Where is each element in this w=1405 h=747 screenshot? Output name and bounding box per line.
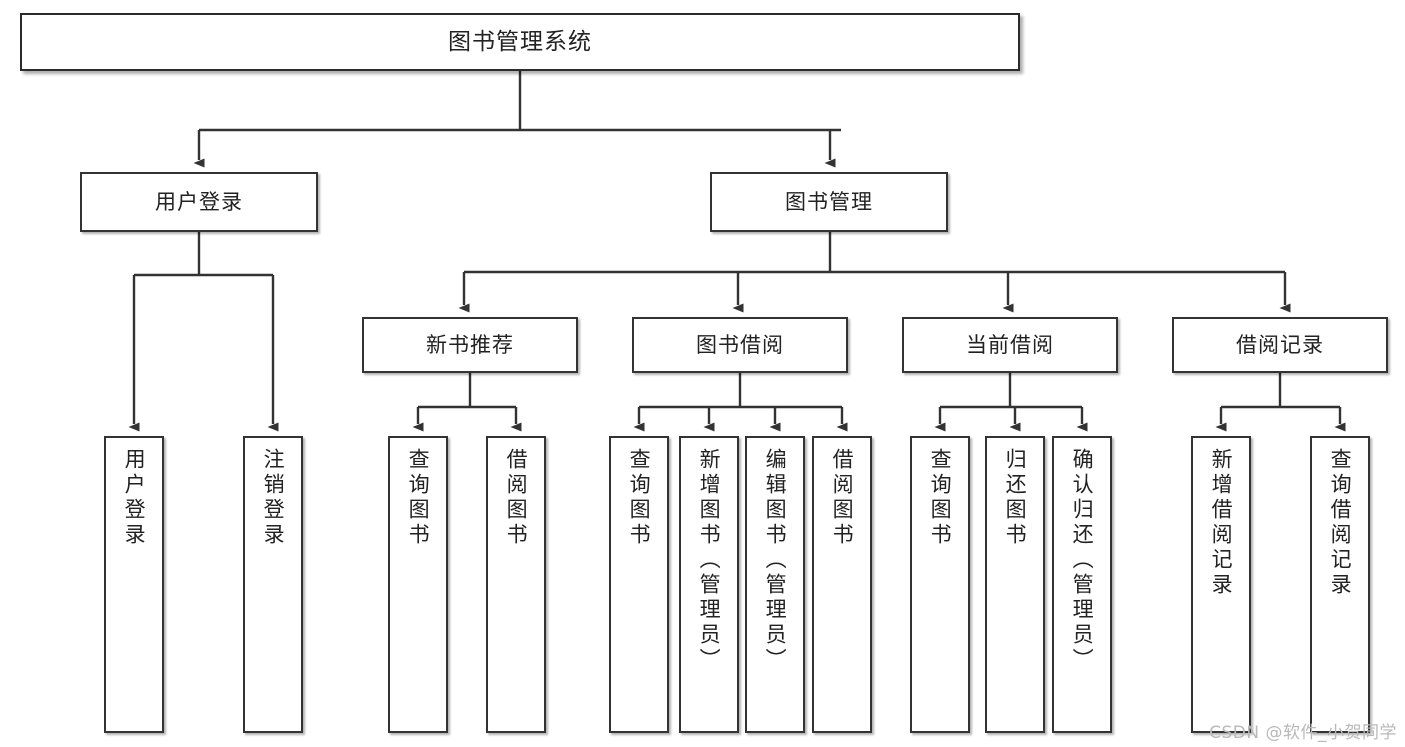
node-label: 借阅图书 — [830, 448, 855, 548]
node-new-book-recommendation[interactable]: 新书推荐 — [362, 317, 578, 373]
csdn-watermark: CSDN @软件_小贺同学 — [1209, 723, 1397, 743]
node-borrowing-records[interactable]: 借阅记录 — [1172, 317, 1388, 373]
node-label: 新增图书（管理员） — [697, 448, 722, 673]
leaf-query-book-recommend[interactable]: 查询图书 — [388, 436, 448, 733]
node-label: 查询图书 — [928, 448, 953, 548]
node-label: 归还图书 — [1003, 448, 1028, 548]
node-label: 图书借阅 — [696, 332, 784, 357]
node-label: 查询借阅记录 — [1328, 448, 1353, 598]
node-label: 查询图书 — [406, 448, 431, 548]
node-label: 用户登录 — [122, 448, 147, 548]
node-book-borrowing[interactable]: 图书借阅 — [632, 317, 848, 373]
leaf-query-borrow-record[interactable]: 查询借阅记录 — [1310, 436, 1370, 733]
leaf-add-book-admin[interactable]: 新增图书（管理员） — [679, 436, 739, 733]
leaf-user-logout[interactable]: 注销登录 — [243, 436, 303, 733]
node-user-login[interactable]: 用户登录 — [80, 172, 318, 232]
leaf-borrow-book-recommend[interactable]: 借阅图书 — [486, 436, 546, 733]
leaf-return-book[interactable]: 归还图书 — [985, 436, 1045, 733]
node-book-management[interactable]: 图书管理 — [710, 172, 948, 232]
leaf-user-login[interactable]: 用户登录 — [104, 436, 164, 733]
node-label: 借阅图书 — [504, 448, 529, 548]
node-label: 确认归还（管理员） — [1070, 448, 1095, 673]
leaf-borrow-book[interactable]: 借阅图书 — [812, 436, 872, 733]
node-label: 借阅记录 — [1236, 332, 1324, 357]
node-label: 注销登录 — [261, 448, 286, 548]
leaf-query-book-current[interactable]: 查询图书 — [910, 436, 970, 733]
node-current-borrowing[interactable]: 当前借阅 — [902, 317, 1118, 373]
node-root-book-management-system[interactable]: 图书管理系统 — [20, 13, 1020, 71]
leaf-query-book-borrowing[interactable]: 查询图书 — [609, 436, 669, 733]
node-label: 新书推荐 — [426, 332, 514, 357]
leaf-confirm-return-admin[interactable]: 确认归还（管理员） — [1052, 436, 1112, 733]
node-label: 图书管理系统 — [448, 28, 592, 55]
leaf-add-borrow-record[interactable]: 新增借阅记录 — [1191, 436, 1251, 733]
node-label: 编辑图书（管理员） — [763, 448, 788, 673]
node-label: 图书管理 — [785, 189, 873, 214]
leaf-edit-book-admin[interactable]: 编辑图书（管理员） — [745, 436, 805, 733]
node-label: 用户登录 — [155, 189, 243, 214]
node-label: 查询图书 — [627, 448, 652, 548]
node-label: 新增借阅记录 — [1209, 448, 1234, 598]
node-label: 当前借阅 — [966, 332, 1054, 357]
